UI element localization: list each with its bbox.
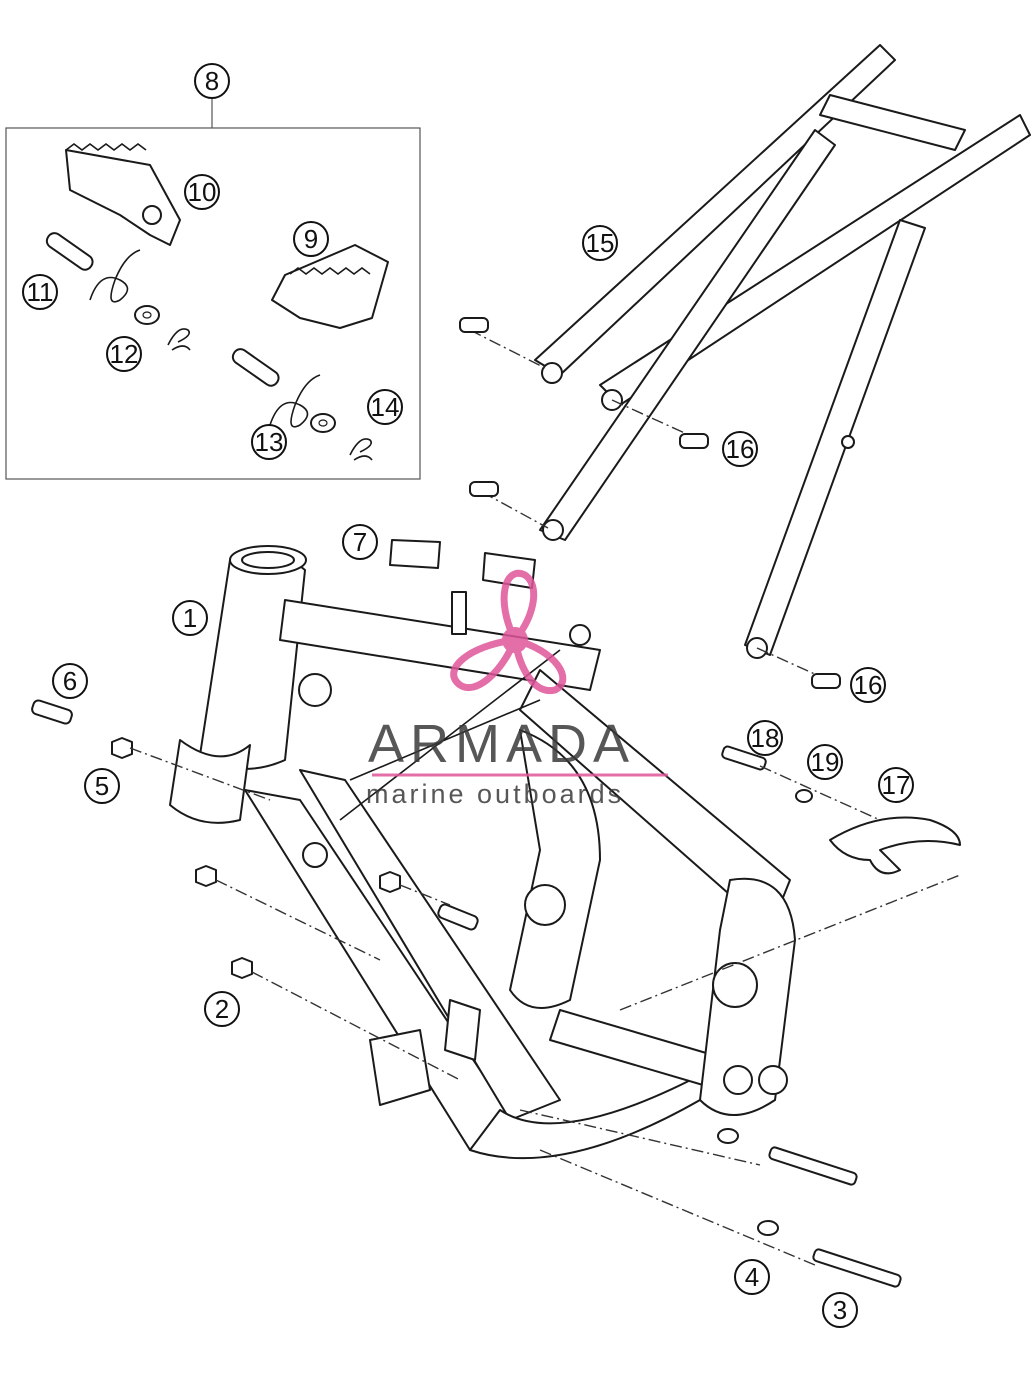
callout-1-label: 1 [183,603,197,633]
callout-8: 8 [194,63,230,99]
callout-7-label: 7 [353,527,367,557]
callout-8-label: 8 [205,66,219,96]
callouts: 1 2 3 4 5 6 7 8 9 10 11 12 13 14 15 16 1… [22,63,914,1328]
callout-4: 4 [734,1259,770,1295]
callout-6-label: 6 [63,666,77,696]
watermark-subtitle: marine outboards [366,779,624,809]
callout-16-lower: 16 [850,667,886,703]
chain-guide-parts [721,745,961,875]
callout-7: 7 [342,524,378,560]
watermark-title: ARMADA [368,714,635,774]
subframe-bolts [459,317,841,689]
callout-15: 15 [582,225,618,261]
callout-1: 1 [172,600,208,636]
fasteners [31,699,961,1288]
callout-6: 6 [52,663,88,699]
callout-13: 13 [251,424,287,460]
callout-5: 5 [84,768,120,804]
callout-3: 3 [822,1292,858,1328]
footpeg-kit-group [5,98,421,480]
callout-11: 11 [22,274,58,310]
callout-18: 18 [747,720,783,756]
callout-10-label: 10 [188,177,217,207]
callout-3-label: 3 [833,1295,847,1325]
callout-10: 10 [184,174,220,210]
callout-2: 2 [204,991,240,1027]
callout-9-label: 9 [304,224,318,254]
callout-5-label: 5 [95,771,109,801]
callout-12: 12 [106,336,142,372]
callout-9: 9 [293,221,329,257]
callout-16-upper-label: 16 [726,434,755,464]
callout-19: 19 [807,744,843,780]
callout-14: 14 [367,389,403,425]
propeller-logo-icon [450,569,567,695]
callout-14-label: 14 [371,392,400,422]
callout-4-label: 4 [745,1262,759,1292]
main-frame [169,545,796,1160]
callout-16-lower-label: 16 [854,670,883,700]
callout-12-label: 12 [110,339,139,369]
watermark: ARMADA marine outboards [366,569,668,809]
callout-19-label: 19 [811,747,840,777]
callout-15-label: 15 [586,228,615,258]
callout-18-label: 18 [751,723,780,753]
callout-11-label: 11 [27,277,54,307]
callout-2-label: 2 [215,994,229,1024]
frame-protectors [389,539,536,589]
subframe [469,44,1031,681]
callout-16-upper: 16 [722,431,758,467]
callout-13-label: 13 [255,427,284,457]
callout-17-label: 17 [882,770,911,800]
callout-17: 17 [878,767,914,803]
